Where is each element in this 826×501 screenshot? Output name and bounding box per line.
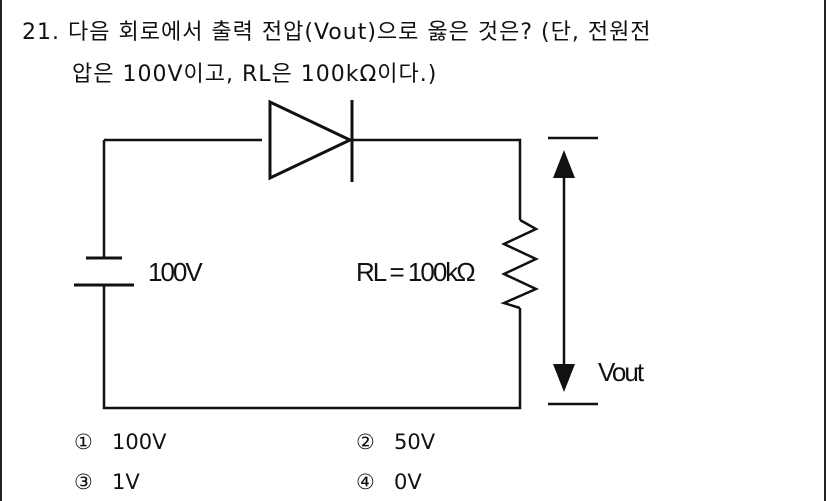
bottom-wire <box>102 285 522 410</box>
choice-2[interactable]: ② 50V <box>356 430 435 454</box>
choice-number: ④ <box>356 470 375 494</box>
question-text-line1: 21. 다음 회로에서 출력 전압(Vout)으로 옳은 것은? (단, 전원전 <box>22 14 652 46</box>
resistor-icon <box>500 218 540 310</box>
choice-4[interactable]: ④ 0V <box>356 470 422 494</box>
source-voltage-label: 100V <box>148 257 203 287</box>
choice-number: ③ <box>74 470 93 494</box>
circuit-wires <box>102 138 522 410</box>
vout-label: Vout <box>598 357 645 387</box>
top-wire-right <box>352 138 522 220</box>
choice-3[interactable]: ③ 1V <box>74 470 140 494</box>
choice-text: 50V <box>394 430 436 454</box>
choice-text: 100V <box>112 430 167 454</box>
diode-icon <box>268 99 354 182</box>
choice-number: ① <box>74 430 93 454</box>
vout-arrow-icon <box>548 136 598 406</box>
question-text: 다음 회로에서 출력 전압(Vout)으로 옳은 것은? (단, 전원전 <box>68 20 652 45</box>
question-number: 21. <box>22 20 60 45</box>
choice-number: ② <box>356 430 375 454</box>
battery-icon <box>74 256 134 287</box>
choice-text: 1V <box>112 470 140 494</box>
choice-1[interactable]: ① 100V <box>74 430 166 454</box>
question-text-line2: 압은 100V이고, RL은 100kΩ이다.) <box>72 62 438 87</box>
resistor-value-label: RL = 100kΩ <box>356 257 475 287</box>
choice-text: 0V <box>394 470 422 494</box>
